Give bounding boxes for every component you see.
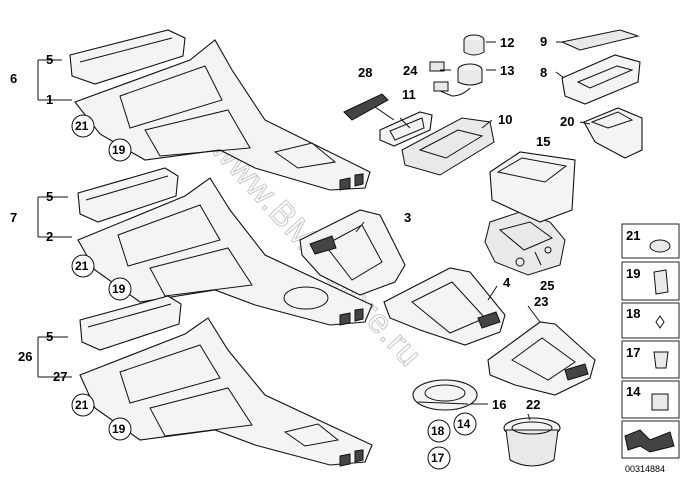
legend-17: 17 [626, 345, 640, 360]
tray-8 [561, 54, 641, 105]
cup-holder-22 [503, 417, 561, 467]
callout-1: 1 [46, 92, 53, 107]
shift-surround-3 [299, 209, 406, 296]
fastener-legend [621, 223, 680, 459]
callout-28: 28 [358, 65, 372, 80]
callout-4: 4 [503, 275, 511, 290]
plug-icon [649, 239, 671, 253]
callout-19b: 19 [112, 282, 126, 296]
shift-surround-4 [383, 267, 506, 346]
callout-8: 8 [540, 65, 547, 80]
callout-19a: 19 [112, 143, 126, 157]
callout-17: 17 [431, 451, 445, 465]
callout-14: 14 [457, 417, 471, 431]
clip-icon [653, 269, 669, 295]
washer-icon [655, 315, 665, 329]
console-trim-1 [69, 29, 371, 191]
callout-22: 22 [526, 397, 540, 412]
callout-21c: 21 [75, 398, 89, 412]
callout-21a: 21 [75, 119, 89, 133]
diagram-id: 00314884 [625, 464, 665, 474]
callout-5a: 5 [46, 52, 53, 67]
plug-24 [429, 61, 449, 92]
screw-icon [653, 351, 669, 369]
callout-21b: 21 [75, 259, 89, 273]
nut-icon [651, 393, 669, 411]
arrow-icon [624, 429, 675, 453]
callout-10: 10 [498, 112, 512, 127]
callout-19c: 19 [112, 422, 126, 436]
socket-12 [463, 34, 485, 56]
callout-2: 2 [46, 229, 53, 244]
grille-28 [343, 93, 389, 121]
cover-9 [560, 29, 640, 51]
pocket-20 [583, 107, 643, 159]
socket-13 [437, 63, 483, 97]
tray-10 [401, 117, 495, 176]
legend-18: 18 [626, 306, 640, 321]
callout-23: 23 [534, 294, 548, 309]
callout-5c: 5 [46, 329, 53, 344]
legend-14: 14 [626, 384, 641, 399]
callout-3: 3 [404, 210, 411, 225]
legend-21: 21 [626, 228, 640, 243]
callout-5b: 5 [46, 189, 53, 204]
callout-15: 15 [536, 134, 550, 149]
shift-surround-23 [487, 321, 596, 396]
legend-19: 19 [626, 266, 640, 281]
shift-bracket-25 [484, 211, 566, 276]
callout-24: 24 [403, 63, 418, 78]
callout-18: 18 [431, 424, 445, 438]
cup-ring-16 [412, 379, 478, 411]
callout-11: 11 [402, 87, 416, 102]
callout-7: 7 [10, 210, 17, 225]
callout-26: 26 [18, 349, 32, 364]
callout-12: 12 [500, 35, 514, 50]
insert-11 [379, 111, 433, 147]
callout-13: 13 [500, 63, 514, 78]
console-trim-3 [79, 295, 373, 467]
callout-9: 9 [540, 34, 547, 49]
callout-16: 16 [492, 397, 506, 412]
console-trim-2 [77, 167, 373, 326]
callout-27: 27 [53, 369, 67, 384]
storage-box-15 [489, 151, 576, 223]
callout-20: 20 [560, 114, 574, 129]
callout-6: 6 [10, 71, 17, 86]
callout-25: 25 [540, 278, 554, 293]
